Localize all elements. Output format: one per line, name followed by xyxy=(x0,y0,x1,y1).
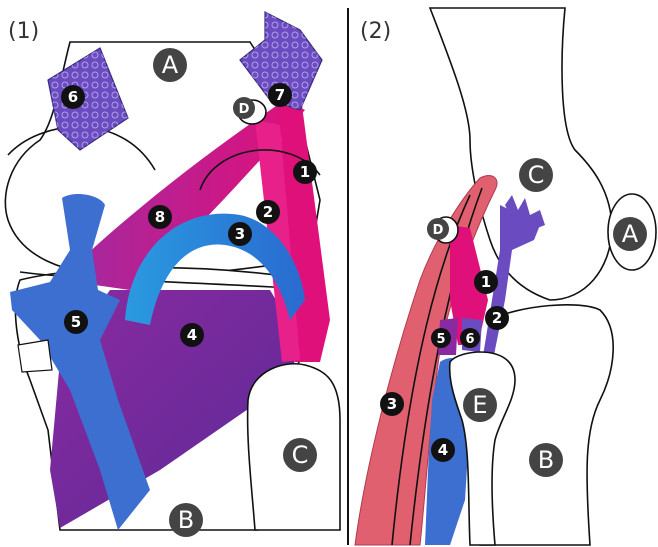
marker-p2-num-6-text: 6 xyxy=(465,332,474,347)
marker-p2-num-1-text: 1 xyxy=(481,273,491,291)
marker-p1-letter-D: D xyxy=(233,97,255,119)
marker-p2-num-6: 6 xyxy=(460,328,480,348)
marker-p1-num-8: 8 xyxy=(148,205,172,229)
marker-p2-num-3: 3 xyxy=(380,392,404,416)
marker-p1-letter-B: B xyxy=(169,503,203,537)
marker-p1-letter-C: C xyxy=(283,438,317,472)
marker-p1-num-5: 5 xyxy=(64,310,88,334)
marker-p1-num-6: 6 xyxy=(61,85,85,109)
marker-p2-num-4-text: 4 xyxy=(438,441,448,459)
marker-p1-num-2: 2 xyxy=(256,200,280,224)
marker-p2-letter-D-text: D xyxy=(433,223,444,238)
marker-p2-num-4: 4 xyxy=(431,438,455,462)
marker-p1-letter-A: A xyxy=(153,48,187,82)
panel-2: (2) xyxy=(355,8,656,545)
marker-p1-num-5-text: 5 xyxy=(71,313,81,331)
marker-p1-num-3: 3 xyxy=(228,222,252,246)
marker-p1-num-7-text: 7 xyxy=(275,86,285,104)
marker-p2-num-2-text: 2 xyxy=(492,309,502,327)
marker-p2-num-3-text: 3 xyxy=(387,395,397,413)
marker-p1-letter-C-text: C xyxy=(292,441,309,469)
structure-5-white-notch xyxy=(18,340,52,372)
marker-p2-letter-A: A xyxy=(613,217,647,251)
marker-p2-letter-B-text: B xyxy=(538,446,554,474)
marker-p2-num-2: 2 xyxy=(485,306,509,330)
marker-p1-num-4-text: 4 xyxy=(187,326,197,344)
panel-1-label: (1) xyxy=(8,19,39,44)
marker-p2-num-5-text: 5 xyxy=(436,332,445,347)
marker-p1-num-1-text: 1 xyxy=(300,163,310,181)
marker-p1-letter-D-text: D xyxy=(239,102,250,117)
marker-p1-num-6-text: 6 xyxy=(68,88,78,106)
marker-p1-num-7: 7 xyxy=(268,83,292,107)
marker-p2-num-5: 5 xyxy=(431,328,451,348)
marker-p1-num-8-text: 8 xyxy=(155,208,165,226)
marker-p1-num-1: 1 xyxy=(293,160,317,184)
marker-p2-num-1: 1 xyxy=(474,270,498,294)
marker-p2-letter-C: C xyxy=(519,158,553,192)
panel-2-label: (2) xyxy=(360,19,391,44)
marker-p1-letter-A-text: A xyxy=(162,51,179,79)
marker-p1-num-2-text: 2 xyxy=(263,203,273,221)
marker-p2-letter-D: D xyxy=(427,218,449,240)
marker-p2-letter-E: E xyxy=(463,388,497,422)
marker-p1-letter-B-text: B xyxy=(178,506,194,534)
marker-p2-letter-B: B xyxy=(529,443,563,477)
marker-p2-letter-A-text: A xyxy=(622,220,639,248)
marker-p1-num-4: 4 xyxy=(180,323,204,347)
marker-p2-letter-C-text: C xyxy=(528,161,545,189)
marker-p1-num-3-text: 3 xyxy=(235,225,245,243)
marker-p2-letter-E-text: E xyxy=(472,391,487,419)
